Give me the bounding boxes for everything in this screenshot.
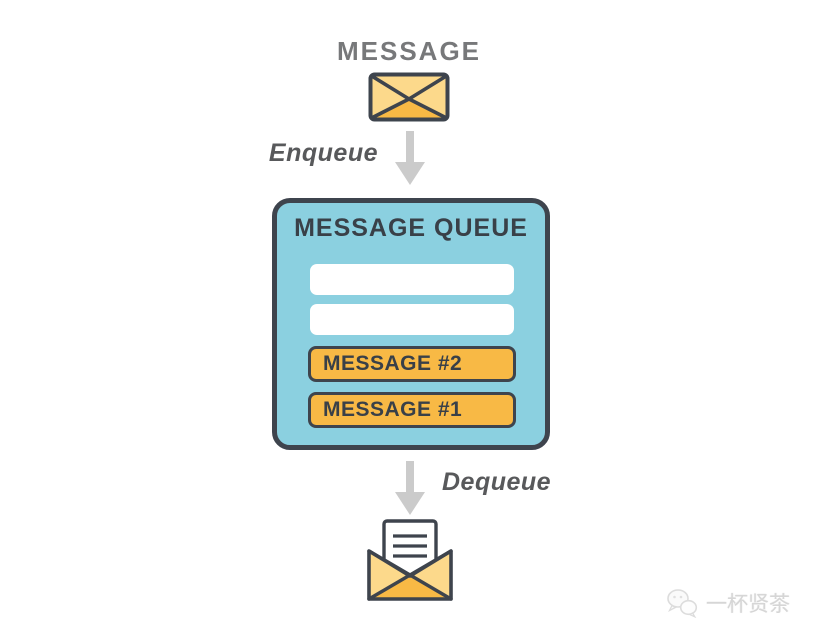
closed-envelope-icon	[368, 72, 450, 122]
arrow-down-icon	[394, 131, 426, 187]
dequeue-label: Dequeue	[442, 468, 552, 496]
enqueue-label: Enqueue	[268, 139, 378, 167]
watermark: 一杯贤茶	[666, 588, 790, 618]
message-title: MESSAGE	[336, 36, 482, 66]
wechat-icon	[666, 588, 698, 618]
queue-slot-empty	[310, 304, 514, 335]
queue-slot-empty	[310, 264, 514, 295]
queue-slot-message: MESSAGE #1	[308, 392, 516, 428]
queue-slot-message: MESSAGE #2	[308, 346, 516, 382]
queue-title: MESSAGE QUEUE	[294, 214, 528, 242]
open-envelope-letter-icon	[366, 519, 454, 603]
message-queue-box: MESSAGE QUEUE MESSAGE #2 MESSAGE #1	[272, 198, 550, 450]
watermark-text: 一杯贤茶	[706, 593, 790, 616]
arrow-down-icon	[394, 461, 426, 517]
